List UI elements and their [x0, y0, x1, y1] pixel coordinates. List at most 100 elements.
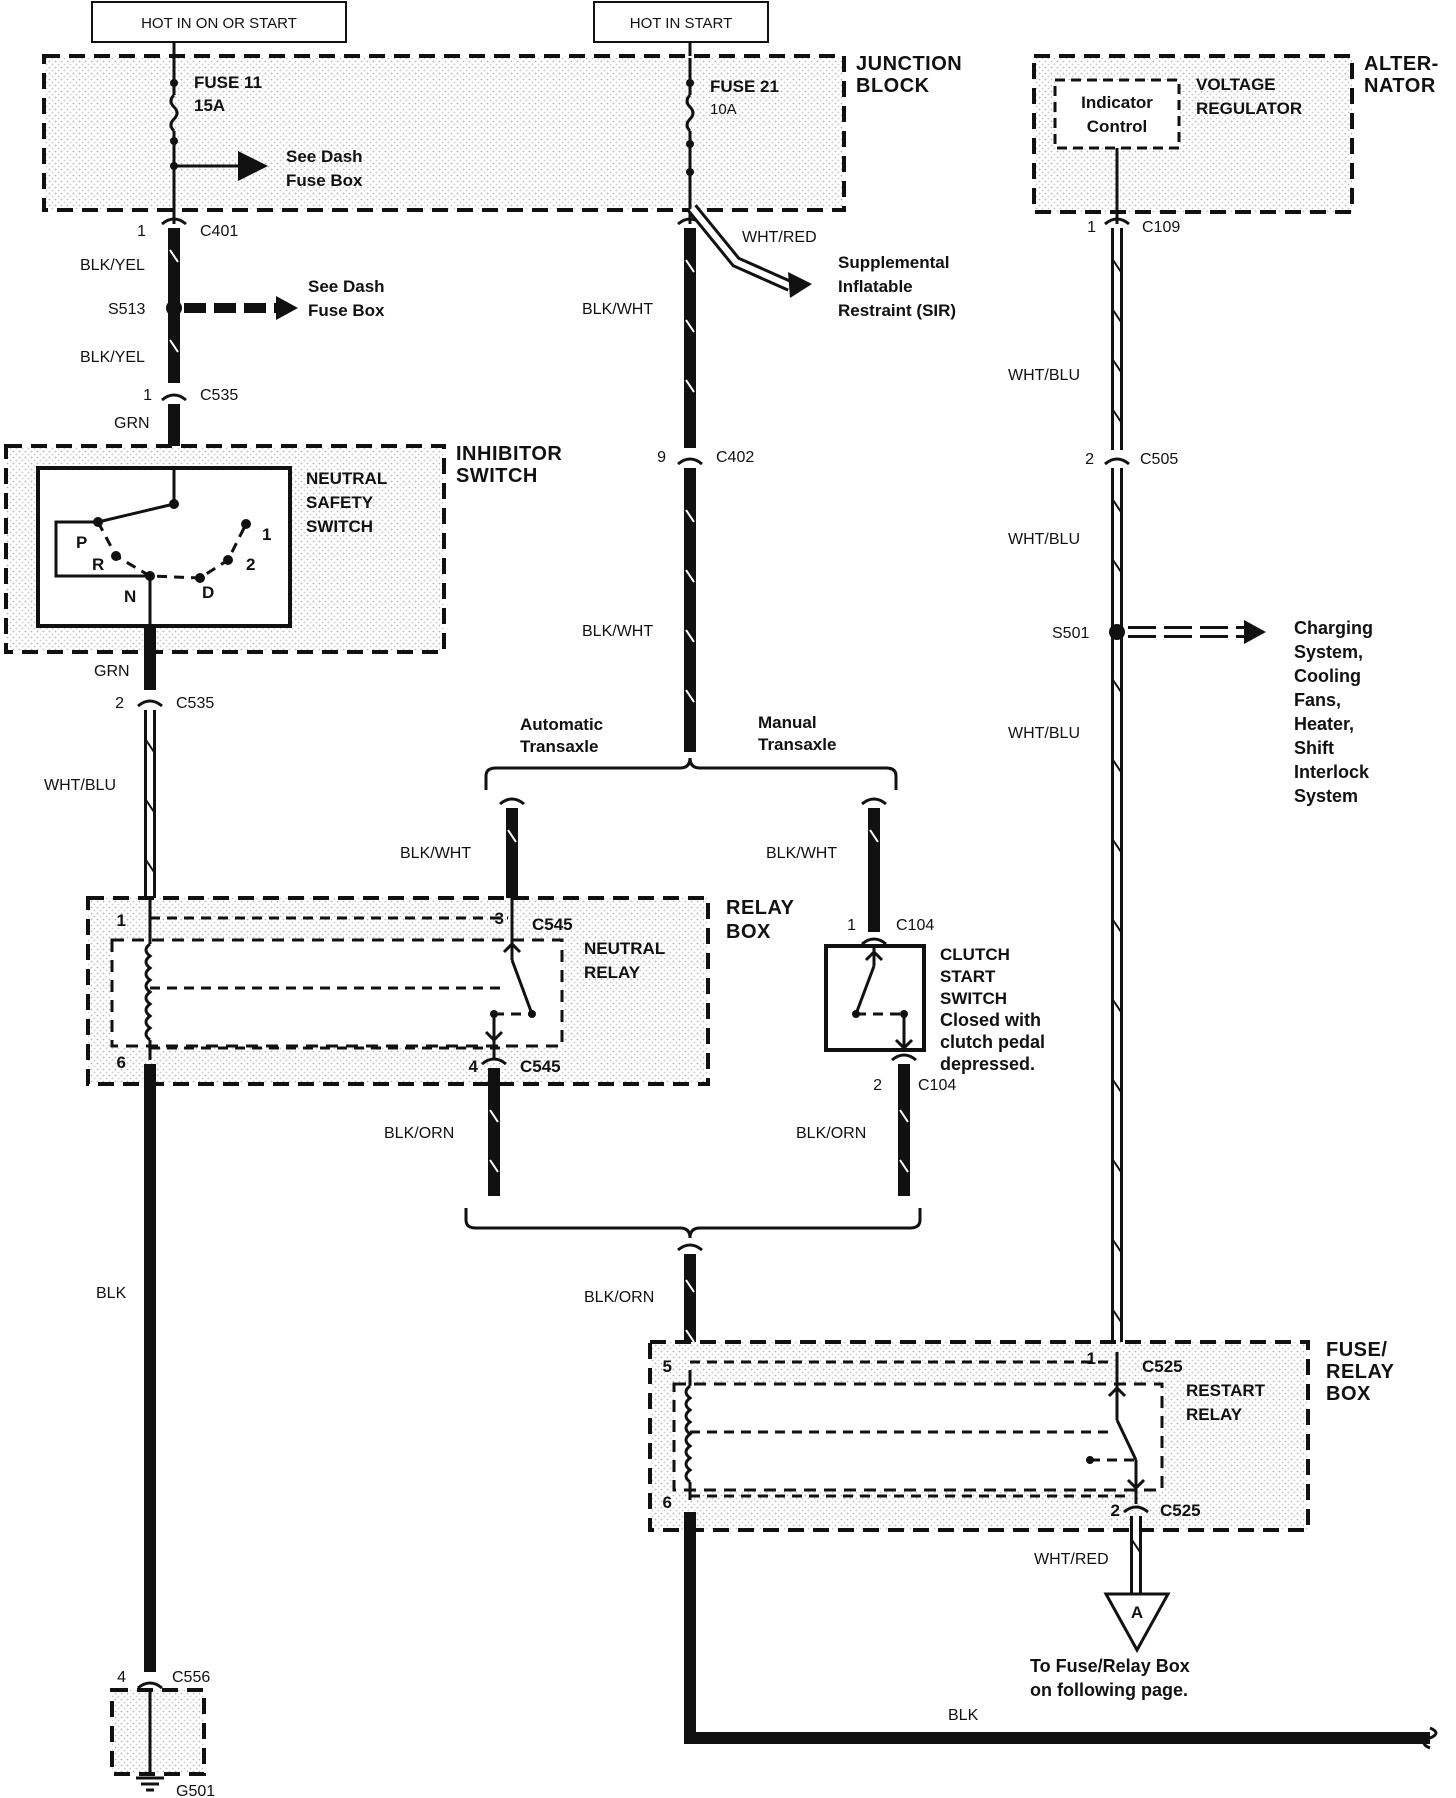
restart-relay [672, 1382, 1164, 1492]
svg-text:FUSE/: FUSE/ [1326, 1339, 1387, 1361]
svg-text:C545: C545 [532, 915, 573, 934]
ground-g501-box [110, 1688, 206, 1776]
svg-text:N: N [124, 587, 136, 606]
svg-text:C556: C556 [172, 1669, 210, 1686]
wire-hatching [145, 249, 1141, 1553]
svg-text:1: 1 [847, 917, 856, 934]
svg-text:on following page.: on following page. [1030, 1680, 1188, 1700]
svg-text:ALTER-: ALTER- [1364, 53, 1439, 75]
svg-text:C535: C535 [176, 695, 214, 712]
ground-icon [136, 1776, 164, 1792]
neutral-safety-switch [36, 466, 292, 628]
svg-text:System: System [1294, 786, 1358, 806]
svg-text:FUSE 21: FUSE 21 [710, 77, 779, 96]
transaxle-split-bracket [484, 757, 898, 790]
svg-text:REGULATOR: REGULATOR [1196, 99, 1302, 118]
svg-text:2: 2 [1085, 451, 1094, 468]
svg-text:BLK/WHT: BLK/WHT [582, 623, 653, 640]
svg-text:NEUTRAL: NEUTRAL [584, 939, 665, 958]
svg-text:Manual: Manual [758, 713, 817, 732]
svg-text:P: P [76, 533, 87, 552]
svg-text:SWITCH: SWITCH [456, 465, 538, 487]
svg-text:A: A [1131, 1603, 1143, 1622]
svg-text:Charging: Charging [1294, 618, 1373, 638]
svg-text:1: 1 [117, 911, 126, 930]
svg-text:HOT IN START: HOT IN START [630, 15, 733, 32]
svg-text:SWITCH: SWITCH [306, 517, 373, 536]
svg-text:Automatic: Automatic [520, 715, 603, 734]
connector-c556: 4 C556 [117, 1669, 210, 1690]
svg-text:Restraint (SIR): Restraint (SIR) [838, 301, 956, 320]
wire-wht-red-sir [687, 204, 812, 298]
see-dash-fuse-box-label: See Dash [286, 147, 363, 166]
svg-text:1: 1 [1087, 1349, 1096, 1368]
svg-text:9: 9 [657, 449, 666, 466]
splice-s513 [166, 300, 182, 316]
charging-list: Charging System, Cooling Fans, Heater, S… [1294, 618, 1373, 806]
wire-continuation-icon [1422, 1726, 1438, 1750]
svg-text:BLK/YEL: BLK/YEL [80, 349, 145, 366]
svg-text:C525: C525 [1160, 1501, 1201, 1520]
svg-text:BLK/WHT: BLK/WHT [582, 301, 653, 318]
c545-top-pin: 3 [495, 909, 504, 928]
junction-block-title: JUNCTION [856, 53, 962, 75]
transaxle-join-bracket [464, 1208, 922, 1239]
svg-text:CLUTCH: CLUTCH [940, 945, 1010, 964]
svg-text:Fuse Box: Fuse Box [286, 171, 363, 190]
svg-text:2: 2 [873, 1077, 882, 1094]
svg-text:Inflatable: Inflatable [838, 277, 913, 296]
s513-branch-arrow [184, 296, 298, 320]
indicator-control-box [1053, 78, 1181, 150]
svg-text:NATOR: NATOR [1364, 75, 1436, 97]
svg-text:4: 4 [117, 1669, 126, 1686]
s501-branch-arrow [1128, 620, 1266, 644]
svg-text:Fuse Box: Fuse Box [308, 301, 385, 320]
svg-text:C109: C109 [1142, 219, 1180, 236]
svg-text:depressed.: depressed. [940, 1054, 1035, 1074]
svg-text:C535: C535 [200, 387, 238, 404]
svg-text:C104: C104 [896, 917, 934, 934]
sir-label: Supplemental [838, 253, 949, 272]
svg-text:D: D [202, 583, 214, 602]
svg-text:BLK/ORN: BLK/ORN [384, 1125, 454, 1142]
svg-text:1: 1 [262, 525, 271, 544]
svg-text:Heater,: Heater, [1294, 714, 1354, 734]
svg-text:Cooling: Cooling [1294, 666, 1361, 686]
svg-text:BLK/WHT: BLK/WHT [400, 845, 471, 862]
svg-text:WHT/BLU: WHT/BLU [1008, 725, 1080, 742]
svg-text:GRN: GRN [94, 663, 130, 680]
connector-c535-bottom: 2 C535 [115, 695, 214, 712]
svg-text:See Dash: See Dash [308, 277, 385, 296]
svg-text:START: START [940, 967, 996, 986]
svg-text:GRN: GRN [114, 415, 150, 432]
svg-text:RELAY: RELAY [1326, 1361, 1395, 1383]
svg-text:BLK/ORN: BLK/ORN [584, 1289, 654, 1306]
svg-text:4: 4 [469, 1057, 479, 1076]
svg-text:WHT/BLU: WHT/BLU [44, 777, 116, 794]
connector-c109: 1 C109 [1087, 217, 1180, 236]
svg-text:WHT/BLU: WHT/BLU [1008, 531, 1080, 548]
svg-text:BLOCK: BLOCK [856, 75, 930, 97]
svg-text:Fans,: Fans, [1294, 690, 1341, 710]
svg-text:1: 1 [1087, 219, 1096, 236]
svg-text:SWITCH: SWITCH [940, 989, 1007, 1008]
neutral-relay [110, 938, 564, 1048]
svg-text:S501: S501 [1052, 625, 1089, 642]
svg-text:R: R [92, 555, 104, 574]
junction-block [42, 54, 846, 212]
svg-text:VOLTAGE: VOLTAGE [1196, 75, 1276, 94]
svg-text:BLK/WHT: BLK/WHT [766, 845, 837, 862]
svg-text:Transaxle: Transaxle [520, 737, 598, 756]
svg-text:C104: C104 [918, 1077, 956, 1094]
svg-text:6: 6 [117, 1053, 126, 1072]
svg-text:Interlock: Interlock [1294, 762, 1370, 782]
svg-text:C525: C525 [1142, 1357, 1183, 1376]
splice-s501 [1109, 624, 1125, 640]
svg-text:BOX: BOX [726, 921, 771, 943]
svg-text:SAFETY: SAFETY [306, 493, 374, 512]
connector-c402: 9 C402 [657, 449, 754, 466]
fuse-21: FUSE 21 10A [685, 58, 779, 208]
svg-text:Transaxle: Transaxle [758, 735, 836, 754]
connector-c401: 1 C401 [137, 217, 238, 240]
